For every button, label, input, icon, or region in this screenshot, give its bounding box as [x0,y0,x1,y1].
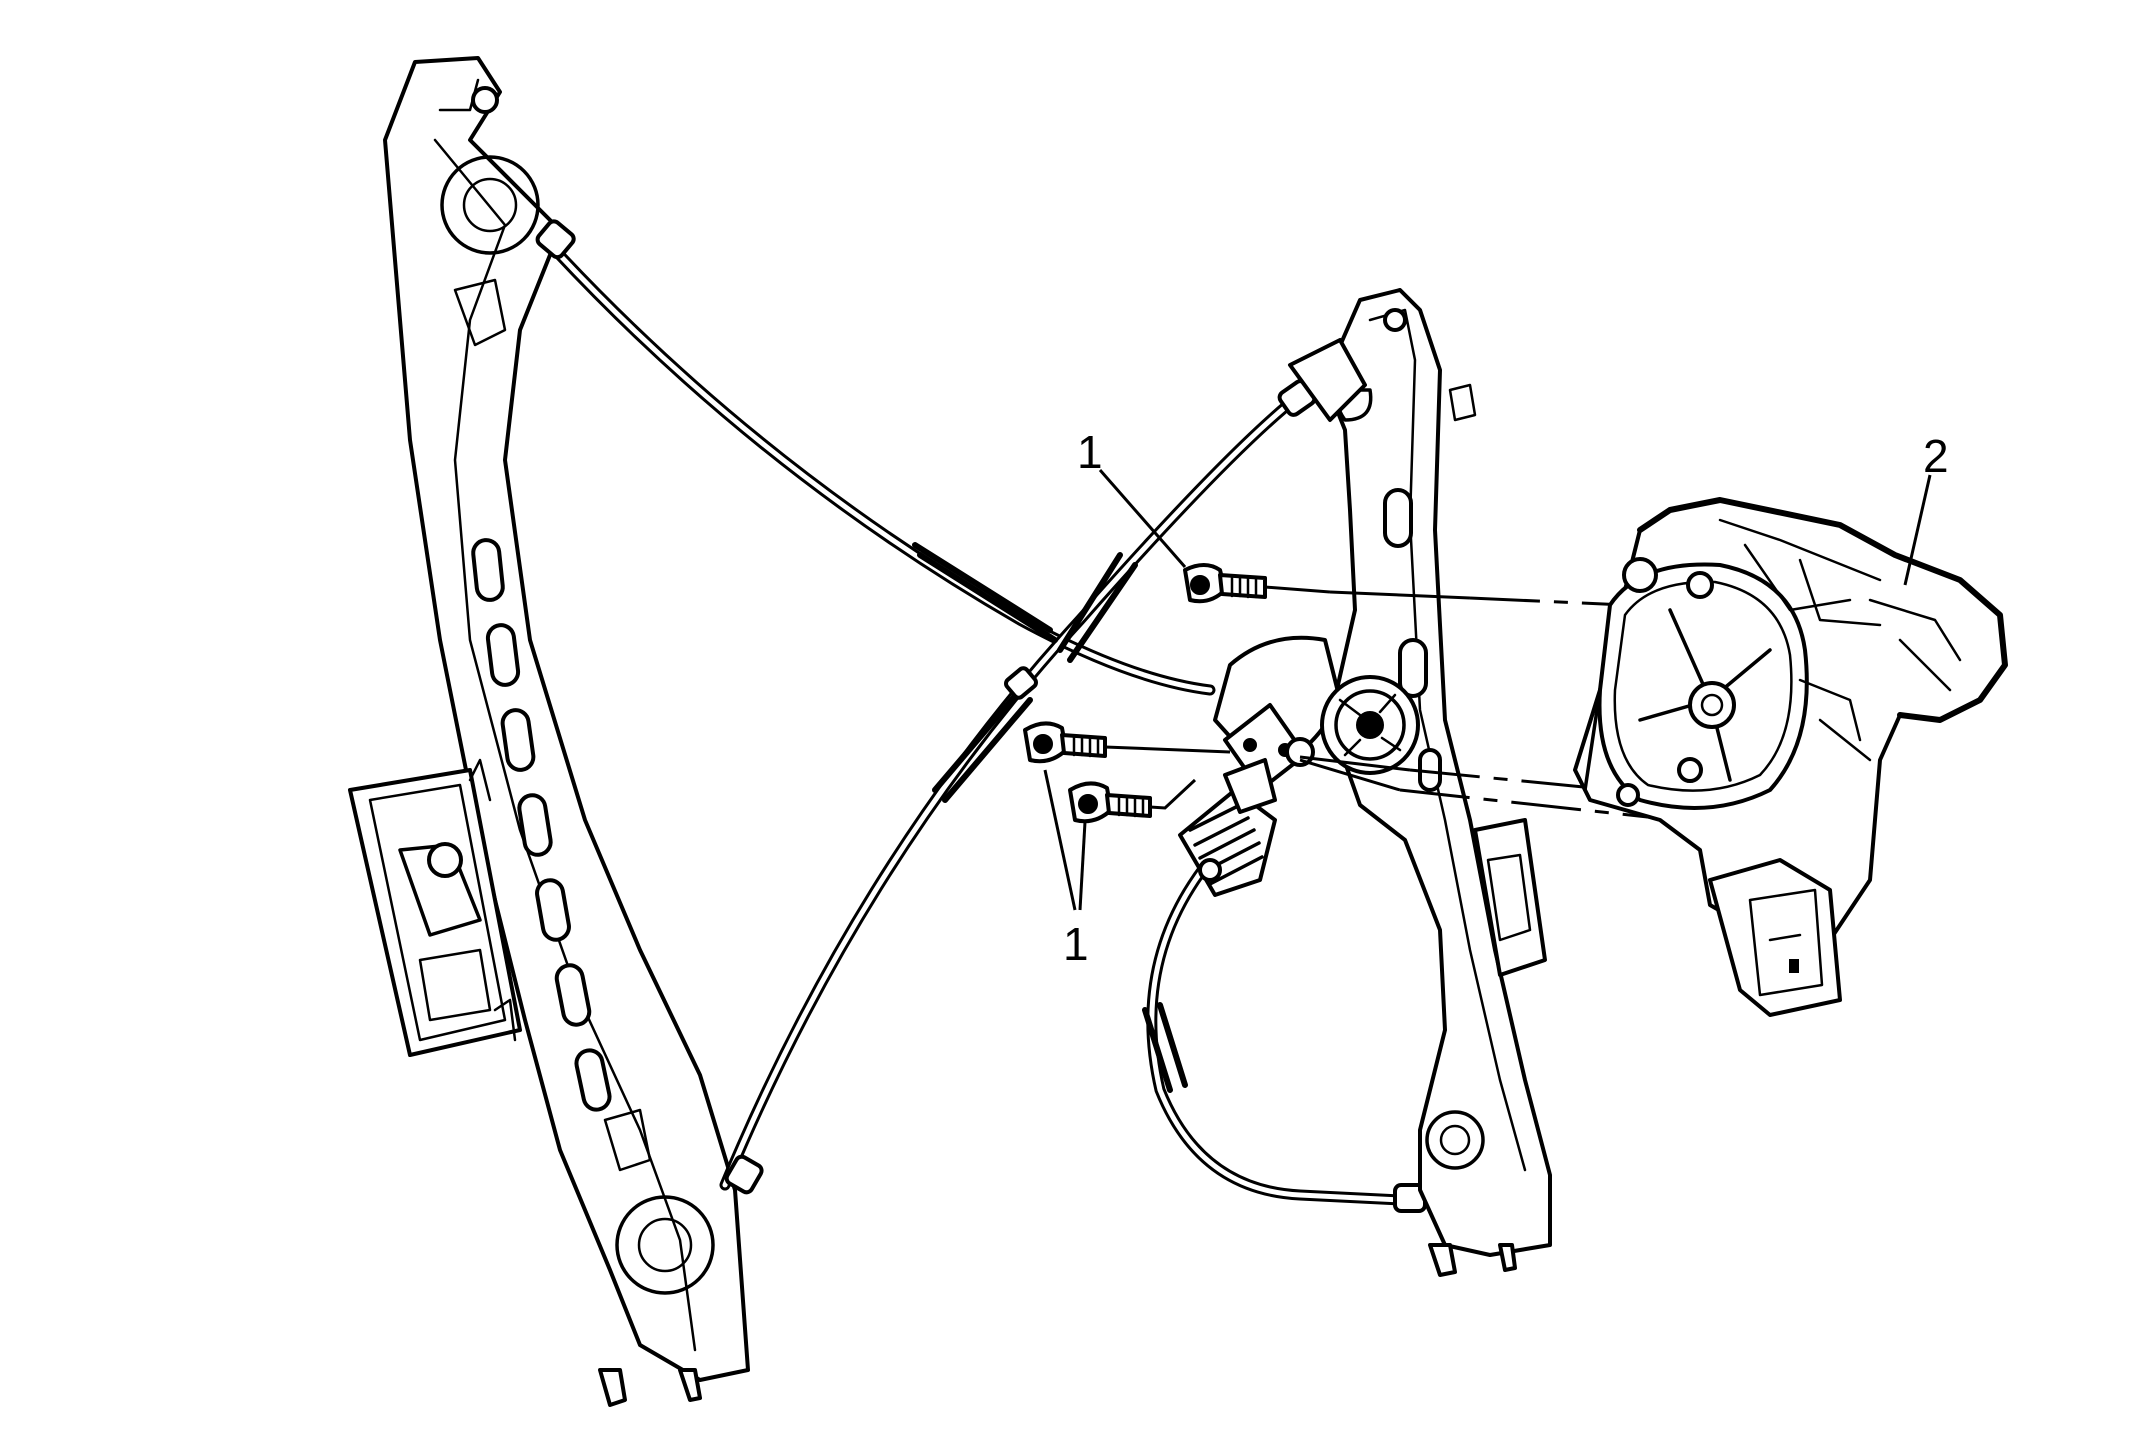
upper-mount-bolt [1183,563,1331,604]
right-rail-stud [1383,308,1407,332]
motor-mount-bolts [1023,563,1331,824]
clip-fastener [427,842,463,878]
window-motor [1573,497,2008,1017]
motor-callout: 2 [1923,430,1949,482]
callout-leaders [1043,469,1932,911]
upper-roller-boss [440,155,540,255]
motor-drive-hub [1688,681,1736,729]
lower-roller-boss [615,1195,715,1295]
glass-clip-bracket [348,758,522,1057]
rail-slots [471,538,612,1112]
motor-electrical-connector [1708,858,1842,1017]
upper-bolt-callout: 1 [1077,426,1103,478]
middle-mount-bolt [1023,721,1231,764]
callout-labels: 1 2 1 [1063,426,1949,970]
left-guide-rail [383,56,750,1407]
spring-conduit [1178,758,1277,897]
cable-drum [1213,635,1420,792]
right-lower-boss [1425,1110,1485,1170]
upper-pulley-bracket [1288,338,1367,422]
right-guide-rail [1288,288,1552,1277]
lower-mount-bolt [1068,778,1197,824]
upper-mounting-stud [471,86,499,114]
lower-bolts-callout: 1 [1063,918,1089,970]
regulator-cables [535,219,1427,1213]
